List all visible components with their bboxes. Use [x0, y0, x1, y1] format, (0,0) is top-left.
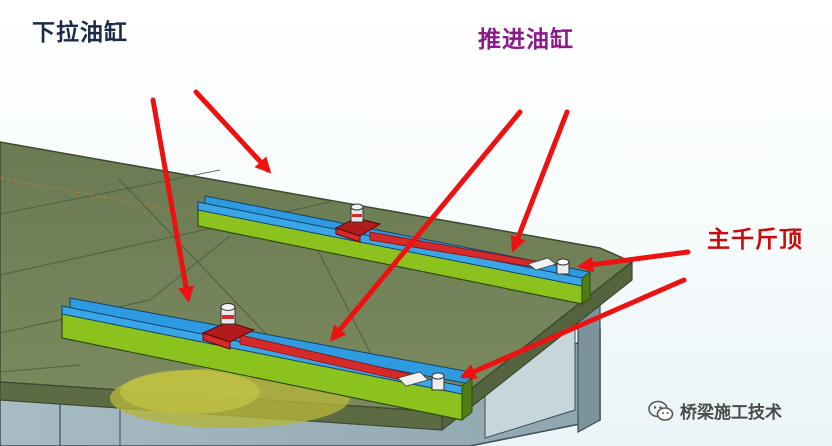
- jack-arrow-lower: [459, 277, 687, 379]
- label-push-cylinder: 推进油缸: [478, 27, 574, 53]
- label-main-jack: 主千斤顶: [707, 227, 803, 253]
- push-arrow-upper: [510, 109, 570, 253]
- upper-rail-assembly: [197, 195, 591, 305]
- pulldown-arrow-upper: [193, 89, 272, 174]
- wechat-icon: [648, 400, 674, 421]
- label-pulldown-cylinder: 下拉油缸: [32, 20, 128, 46]
- watermark: 桥梁施工技术: [648, 398, 782, 423]
- jack-arrow-upper: [577, 249, 691, 273]
- pulldown-arrow-lower: [150, 97, 194, 303]
- lower-rail-assembly: [61, 297, 473, 422]
- callout-arrows: [150, 89, 691, 379]
- push-arrow-lower: [329, 109, 523, 342]
- watermark-text: 桥梁施工技术: [680, 403, 782, 423]
